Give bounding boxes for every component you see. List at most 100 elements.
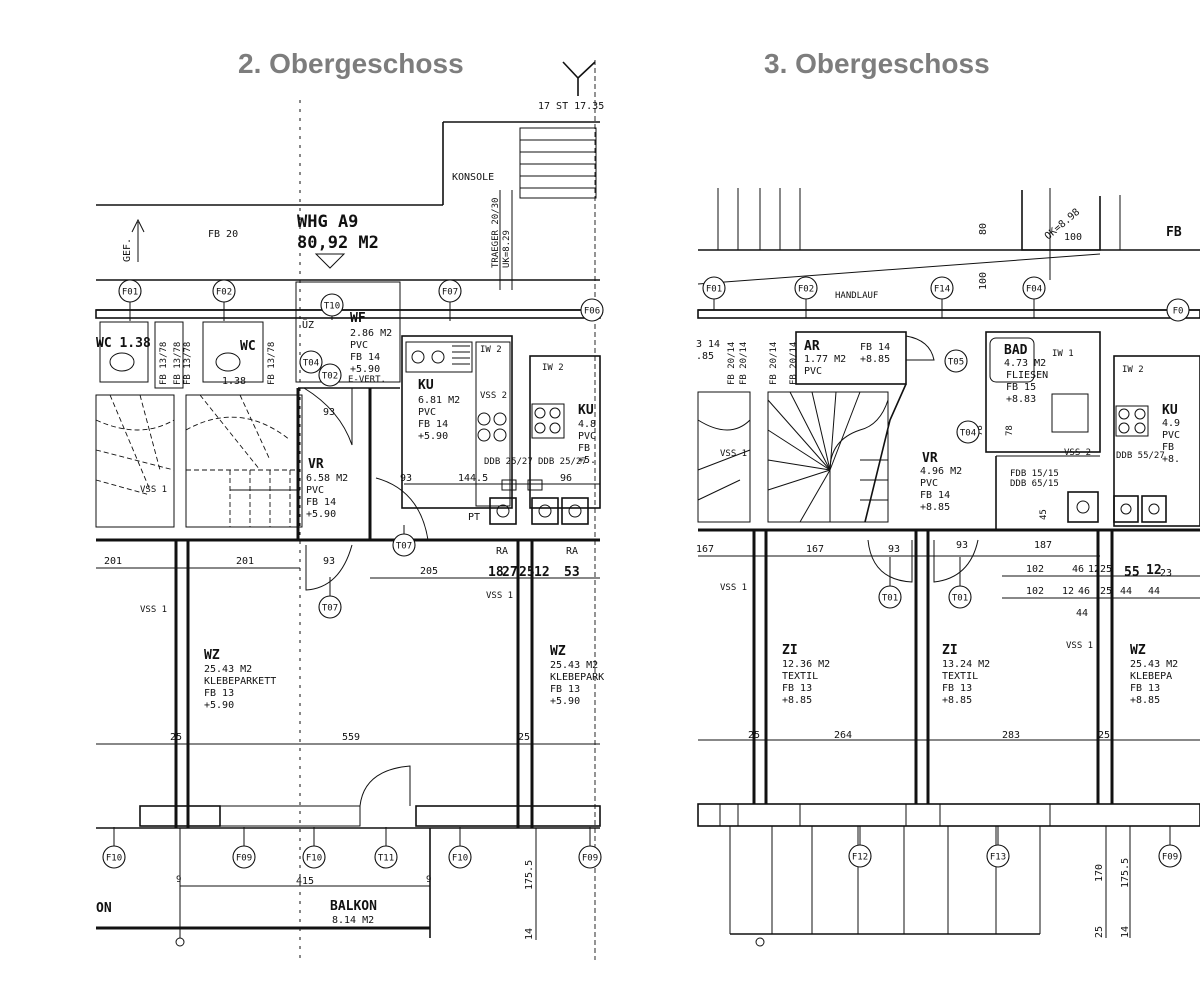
tag-label-t05: T05: [948, 358, 964, 368]
stair-left-b-arcs: [185, 394, 300, 527]
bad-vss: VSS 2: [1064, 448, 1091, 458]
north-wall: [95, 309, 601, 319]
wz2-name: WZ: [550, 644, 566, 659]
dim-78-a: 78: [975, 425, 985, 436]
dim-205: 205: [420, 566, 438, 577]
tag-label-f01: F01: [122, 288, 138, 298]
ddb-label: DDB 65/15: [1010, 479, 1059, 489]
shaft-right: [1067, 491, 1099, 523]
tag-label-f14: F14: [934, 285, 950, 295]
svg-text:44: 44: [1076, 608, 1088, 619]
ar-mat: PVC: [804, 366, 822, 377]
dim-201-a: 201: [104, 556, 122, 567]
tag-circle-f14: [930, 276, 954, 300]
tag-label-t07: T07: [322, 604, 338, 614]
svg-text:12: 12: [1062, 586, 1074, 597]
ku2-lvl: +5.: [578, 455, 596, 466]
handlauf-label: HANDLAUF: [835, 291, 878, 301]
svg-text:44: 44: [1120, 586, 1132, 597]
tag-circle-f0: [1166, 298, 1190, 322]
tag-circle-f01: [702, 276, 726, 300]
svg-text:46: 46: [1072, 564, 1084, 575]
tag-circle-t07: [318, 595, 342, 619]
door-swing-ku: [375, 477, 429, 541]
wz-mat: KLEBEPARKETT: [204, 676, 276, 687]
tag-circle-f06: [580, 298, 604, 322]
tag-label-t07: T07: [396, 542, 412, 552]
dim-175-5-r: 175.5: [1120, 858, 1131, 888]
shaft-1: [154, 321, 184, 389]
slope-arrow: [131, 218, 145, 262]
dim-93-c: 93: [323, 556, 335, 567]
dim-170: 170: [1094, 864, 1105, 882]
dim-167-a: 167: [696, 544, 714, 555]
vr3-lvl: +8.85: [920, 502, 950, 513]
door-swing-ar: [905, 335, 935, 361]
fb-tag-b: FB 20/14: [739, 342, 749, 385]
bad-lvl: +8.83: [1006, 394, 1036, 405]
tag-label-t11: T11: [378, 854, 394, 864]
tag-circle-t01: [948, 585, 972, 609]
ku-vss: VSS 2: [480, 391, 507, 401]
vr-lvl: +5.90: [306, 509, 336, 520]
zi2-lvl: +8.85: [942, 695, 972, 706]
right-dim-series: 46 12 25 55 12 23 12 46 25 44 44 44: [1062, 563, 1172, 619]
wf-area: 2.86 M2: [350, 328, 392, 339]
ar-lvl: +8.85: [860, 354, 890, 365]
svg-text:25: 25: [519, 565, 535, 580]
tag-circle-f10: [448, 845, 472, 869]
wz3-lvl: +8.85: [1130, 695, 1160, 706]
stove: [477, 412, 507, 442]
stair-dimension: 17 ST 17.35: [538, 101, 604, 112]
dim-559: 559: [342, 732, 360, 743]
tag-label-f10: F10: [306, 854, 322, 864]
vr-mat: PVC: [306, 485, 324, 496]
right-drain: [755, 937, 765, 947]
wz-area: 25.43 M2: [204, 664, 252, 675]
title-3-obergeschoss: 3. Obergeschoss: [764, 48, 990, 79]
vss1-right-c: VSS 1: [1066, 641, 1093, 651]
dim-25-a: 25: [170, 732, 182, 743]
dim-93-r-a: 93: [888, 544, 900, 555]
wz2-area: 25.43 M2: [550, 660, 598, 671]
wz2-mat: KLEBEPARK: [550, 672, 604, 683]
zi2-mat: TEXTIL: [942, 671, 978, 682]
svg-text:25: 25: [1100, 586, 1112, 597]
right-south-wall: [697, 803, 1200, 827]
tag-label-t01: T01: [882, 594, 898, 604]
apartment-area: 80,92 M2: [297, 233, 379, 253]
vss1-right-b: VSS 1: [720, 583, 747, 593]
ku3-fb: FB: [1162, 442, 1174, 453]
wz2-lvl: +5.90: [550, 696, 580, 707]
tag-label-f09: F09: [1162, 853, 1178, 863]
svg-text:55: 55: [1124, 565, 1140, 580]
wz3-area: 25.43 M2: [1130, 659, 1178, 670]
tag-label-f07: F07: [442, 288, 458, 298]
tag-label-f09: F09: [236, 854, 252, 864]
dim-96: 96: [560, 473, 572, 484]
ar-area: 1.77 M2: [804, 354, 846, 365]
dim-series-small: 18 27 25 12 53: [488, 565, 580, 580]
apartment-name: WHG A9: [297, 212, 358, 232]
vss1-right-a: VSS 1: [720, 449, 747, 459]
handrail-line: [697, 253, 1101, 285]
toilet-2: [215, 352, 241, 372]
balkon-name: BALKON: [330, 899, 377, 914]
tag-label-t04: T04: [960, 429, 976, 439]
zi2-fb: FB 13: [942, 683, 972, 694]
gef-label: GEF.: [122, 238, 133, 262]
vr-angled-wall: [864, 383, 907, 523]
left-partial-2: .85: [696, 351, 714, 362]
balkon-area: 8.14 M2: [332, 915, 374, 926]
left-floor-plan: 17 ST 17.35 KONSOLE TRAEGER 20/30 UK=8.2…: [95, 60, 604, 960]
dim-93-a: 93: [323, 407, 335, 418]
dim-93-b: 93: [400, 473, 412, 484]
stove-2: [531, 403, 565, 439]
svg-text:18: 18: [488, 565, 504, 580]
svg-text:27: 27: [502, 565, 518, 580]
svg-text:12: 12: [534, 565, 550, 580]
tag-circle-f09: [232, 845, 256, 869]
ku-dd: DDB 25/27: [484, 457, 533, 467]
ku2-name: KU: [578, 403, 594, 418]
